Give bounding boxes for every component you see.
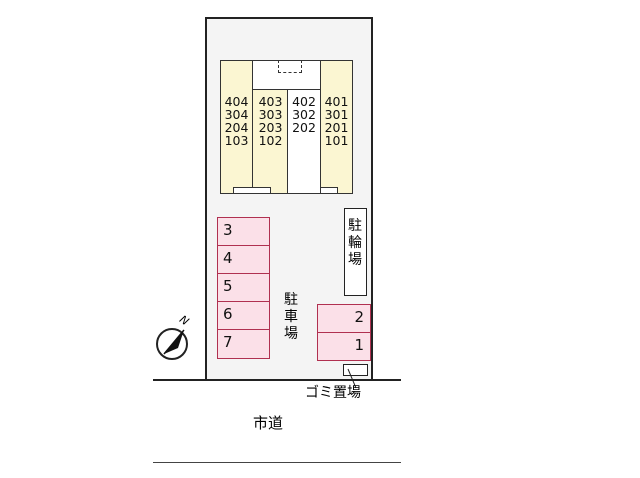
parking-space-1: 1 <box>317 332 371 361</box>
parking-label: 駐車場 <box>284 292 298 342</box>
parking-space-6: 6 <box>217 301 270 330</box>
bicycle-parking-label: 駐輪場 <box>348 218 362 268</box>
entrance <box>233 187 271 194</box>
road-bottom-edge <box>153 462 401 463</box>
parking-space-7: 7 <box>217 329 270 359</box>
north-arrow-icon <box>156 328 188 360</box>
parking-space-5: 5 <box>217 273 270 302</box>
bicycle-parking <box>344 208 367 296</box>
parking-space-4: 4 <box>217 245 270 274</box>
building-column-4 <box>320 60 353 194</box>
stair-dashed <box>278 60 302 73</box>
parking-space-3: 3 <box>217 217 270 246</box>
leader-line <box>347 368 357 389</box>
entrance <box>320 187 338 194</box>
parking-space-2: 2 <box>317 304 371 333</box>
building-column-1 <box>220 60 253 194</box>
building-top-block <box>252 60 321 90</box>
garbage-label: ゴミ置場 <box>305 385 361 401</box>
road-label: 市道 <box>253 414 284 432</box>
